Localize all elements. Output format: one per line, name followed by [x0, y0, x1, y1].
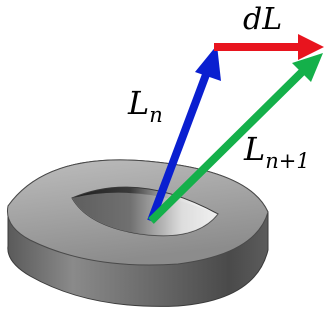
vector-dL-arrow: [214, 34, 324, 60]
vector-Ln-arrow: [147, 45, 221, 223]
label-Ln1: Ln+1: [243, 130, 310, 173]
label-dL: dL: [243, 2, 282, 37]
ring-disk: [6, 159, 269, 307]
label-Ln-base: L: [127, 84, 149, 122]
label-Ln: Ln: [127, 84, 163, 127]
label-Ln1-sub: n+1: [265, 149, 309, 173]
ring-hole: [71, 186, 219, 237]
label-Ln1-base: L: [243, 130, 265, 168]
label-Ln-sub: n: [149, 103, 163, 127]
vector-Ln1-arrow: [148, 53, 323, 224]
